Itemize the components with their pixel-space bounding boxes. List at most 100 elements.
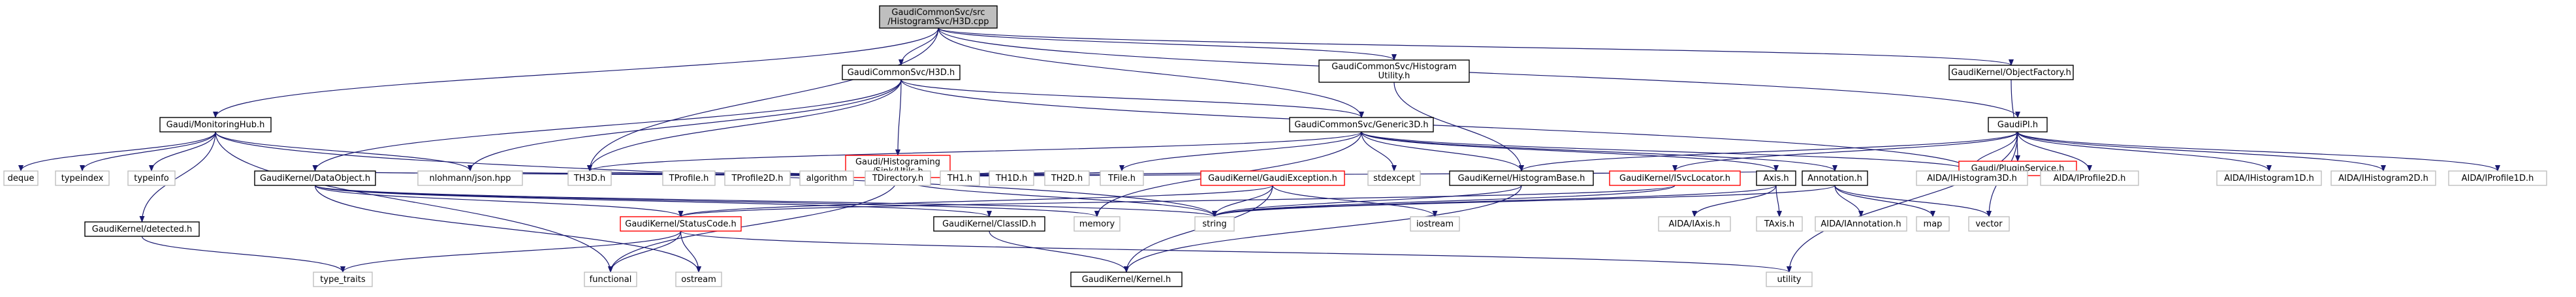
node-utility: utility <box>1766 272 1813 287</box>
node-box-string <box>1194 216 1235 232</box>
node-label-kernel: GaudiKernel/Kernel.h <box>1082 275 1171 285</box>
node-box-json <box>417 170 523 186</box>
node-box-memory <box>1073 216 1121 232</box>
node-box-functional <box>584 272 637 287</box>
node-h3dh[interactable]: GaudiCommonSvc/H3D.h <box>842 65 961 80</box>
edge-annotation-to-vector <box>1834 185 1992 217</box>
node-aidaip1d: AIDA/IProfile1D.h <box>2448 170 2547 186</box>
node-label-monhub: Gaudi/MonitoringHub.h <box>167 120 265 130</box>
node-classid[interactable]: GaudiKernel/ClassID.h <box>933 216 1045 232</box>
node-label-th1d: TH1D.h <box>995 174 1027 183</box>
edge-axis-to-taxis <box>1775 185 1782 217</box>
edge-h3dh-to-dataobject <box>312 79 902 172</box>
node-label-h3dh: GaudiCommonSvc/H3D.h <box>848 68 955 78</box>
node-box-gaudiexc <box>1200 170 1345 186</box>
node-box-aidaiaxis <box>1658 216 1731 232</box>
node-taxis: TAxis.h <box>1756 216 1803 232</box>
node-box-gaudipi <box>1988 117 2048 133</box>
node-label-string: string <box>1202 219 1226 229</box>
node-isvcloc[interactable]: GaudiKernel/ISvcLocator.h <box>1609 170 1741 186</box>
edge-root-to-monhub <box>213 27 939 118</box>
node-kernel[interactable]: GaudiKernel/Kernel.h <box>1070 272 1183 287</box>
node-label-typeindex: typeindex <box>61 174 104 183</box>
node-box-vector <box>1968 216 2010 232</box>
node-box-classid <box>933 216 1045 232</box>
node-gaudipi[interactable]: GaudiPI.h <box>1988 117 2048 133</box>
edge-monhub-to-deque <box>18 131 216 172</box>
node-box-h3dh <box>842 65 961 80</box>
node-label-tprofileh: TProfile.h <box>669 174 709 183</box>
node-stdexcept: stdexcept <box>1367 170 1421 186</box>
node-label-aidaip2d: AIDA/IProfile2D.h <box>2054 174 2126 183</box>
node-typeinfo: typeinfo <box>127 170 176 186</box>
edge-root-to-gaudipi <box>938 27 2020 118</box>
edge-dataobject-to-memory <box>314 185 1100 217</box>
node-label-th3d: TH3D.h <box>573 174 605 183</box>
node-label-tdirectory: TDirectory.h <box>872 174 923 183</box>
node-box-th3d <box>567 170 612 186</box>
edge-axis-to-string <box>1212 185 1777 217</box>
node-label-th2d: TH2D.h <box>1051 174 1083 183</box>
node-monhub[interactable]: Gaudi/MonitoringHub.h <box>159 117 272 133</box>
edge-detected-to-typetraits <box>141 236 345 273</box>
edge-gaudiexc-to-string <box>1212 185 1273 217</box>
node-generic3d[interactable]: GaudiCommonSvc/Generic3D.h <box>1289 117 1434 133</box>
node-label-detected: GaudiKernel/detected.h <box>92 225 193 234</box>
node-label-stdexcept: stdexcept <box>1373 174 1415 183</box>
node-tprofile2d: TProfile2D.h <box>724 170 791 186</box>
node-algorithm: algorithm <box>799 170 854 186</box>
node-label-histutil-line-0: GaudiCommonSvc/Histogram <box>1331 62 1457 72</box>
edge-dataobject-to-ostream <box>314 185 701 273</box>
edge-gaudipi-to-histbase <box>1519 131 2018 172</box>
edge-monhub-to-typeindex <box>80 131 216 172</box>
node-histbase[interactable]: GaudiKernel/HistogramBase.h <box>1449 170 1594 186</box>
node-iostream: iostream <box>1410 216 1460 232</box>
node-typetraits: type_traits <box>313 272 373 287</box>
node-label-vector: vector <box>1975 219 2003 229</box>
node-label-axis: Axis.h <box>1763 174 1789 183</box>
node-label-objfactory: GaudiKernel/ObjectFactory.h <box>1951 68 2071 78</box>
node-dataobject[interactable]: GaudiKernel/DataObject.h <box>254 170 376 186</box>
node-detected[interactable]: GaudiKernel/detected.h <box>84 221 200 237</box>
node-statuscode[interactable]: GaudiKernel/StatusCode.h <box>620 216 742 232</box>
node-box-histutil <box>1318 59 1470 83</box>
node-label-typetraits: type_traits <box>320 275 366 285</box>
node-label-json: nlohmann/json.hpp <box>430 174 511 183</box>
node-functional: functional <box>584 272 637 287</box>
edge-generic3d-to-axis <box>1361 131 1779 172</box>
node-th3d: TH3D.h <box>567 170 612 186</box>
node-label-gaudipi: GaudiPI.h <box>1997 120 2038 130</box>
edge-generic3d-to-stdexcept <box>1361 131 1397 172</box>
node-box-ostream <box>675 272 722 287</box>
node-box-isvcloc <box>1609 170 1741 186</box>
node-box-deque <box>3 170 39 186</box>
node-box-typeindex <box>55 170 110 186</box>
node-box-tfile <box>1100 170 1144 186</box>
node-box-objfactory <box>1948 65 2074 80</box>
edge-generic3d-to-histbase <box>1361 131 1524 172</box>
node-label-aidaih2d: AIDA/IHistogram2D.h <box>2338 174 2428 183</box>
node-label-aidaih3d: AIDA/IHistogram3D.h <box>1927 174 2017 183</box>
node-box-detected <box>84 221 200 237</box>
node-label-isvcloc: GaudiKernel/ISvcLocator.h <box>1619 174 1730 183</box>
edge-statuscode-to-typetraits <box>340 230 682 273</box>
node-box-aidaip2d <box>2040 170 2139 186</box>
node-box-typeinfo <box>127 170 176 186</box>
node-objfactory[interactable]: GaudiKernel/ObjectFactory.h <box>1948 65 2074 80</box>
edge-monhub-to-functional <box>215 131 613 273</box>
node-label-th1: TH1.h <box>947 174 972 183</box>
node-box-monhub <box>159 117 272 133</box>
node-box-aidaiann <box>1815 216 1907 232</box>
node-gaudiexc[interactable]: GaudiKernel/GaudiException.h <box>1200 170 1345 186</box>
node-axis[interactable]: Axis.h <box>1756 170 1796 186</box>
edge-root-to-generic3d <box>938 27 1364 118</box>
node-tfile: TFile.h <box>1100 170 1144 186</box>
edge-gaudiexc-to-statuscode <box>678 185 1273 217</box>
node-annotation[interactable]: Annotation.h <box>1802 170 1868 186</box>
node-box-stdexcept <box>1367 170 1421 186</box>
edge-h3dh-to-sinkutils <box>895 79 902 156</box>
edge-gaudipi-to-aidaih1d <box>2017 131 2272 172</box>
node-box-tprofile2d <box>724 170 791 186</box>
edge-monhub-to-json <box>215 131 473 172</box>
